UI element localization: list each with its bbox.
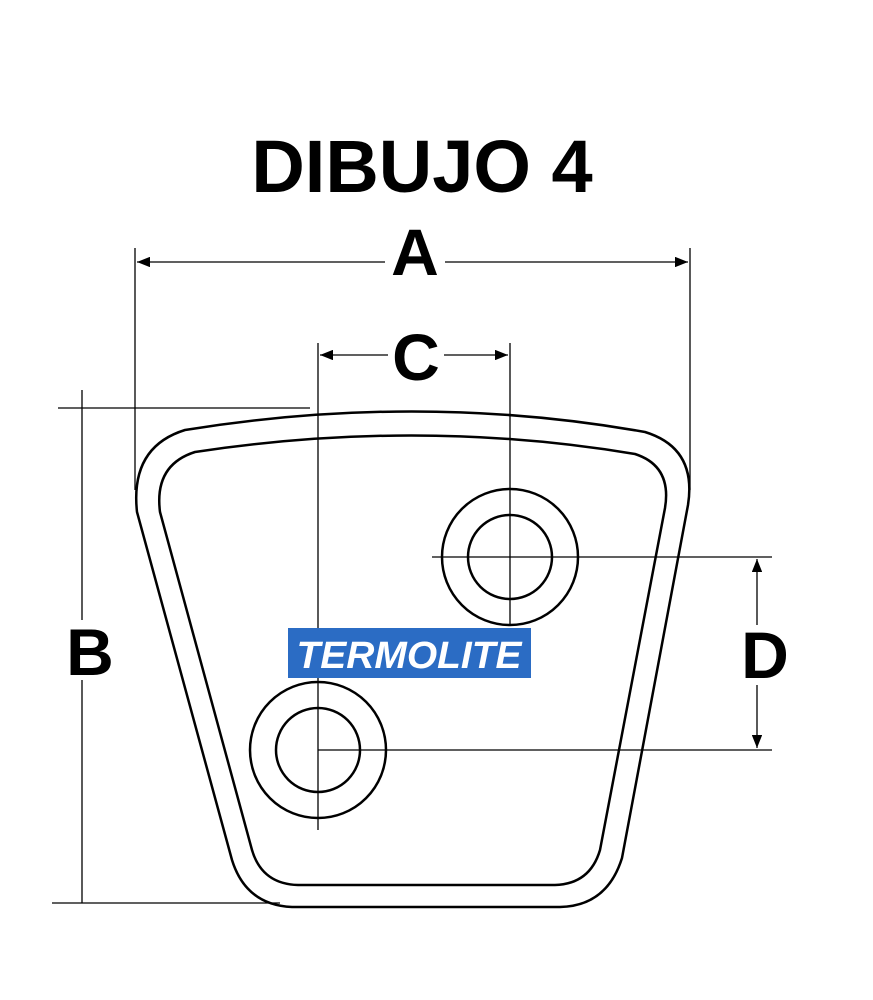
drawing-title: DIBUJO 4 <box>251 125 592 208</box>
dimension-label-a: A <box>391 215 439 289</box>
logo-text: TERMOLITE <box>297 635 524 677</box>
dimension-label-c: C <box>392 320 440 394</box>
termolite-logo: TERMOLITE <box>288 628 531 678</box>
pad-inner-outline <box>158 434 668 887</box>
pad-outer-outline <box>134 410 691 909</box>
dimension-label-b: B <box>66 615 114 689</box>
dimension-label-d: D <box>741 618 789 692</box>
